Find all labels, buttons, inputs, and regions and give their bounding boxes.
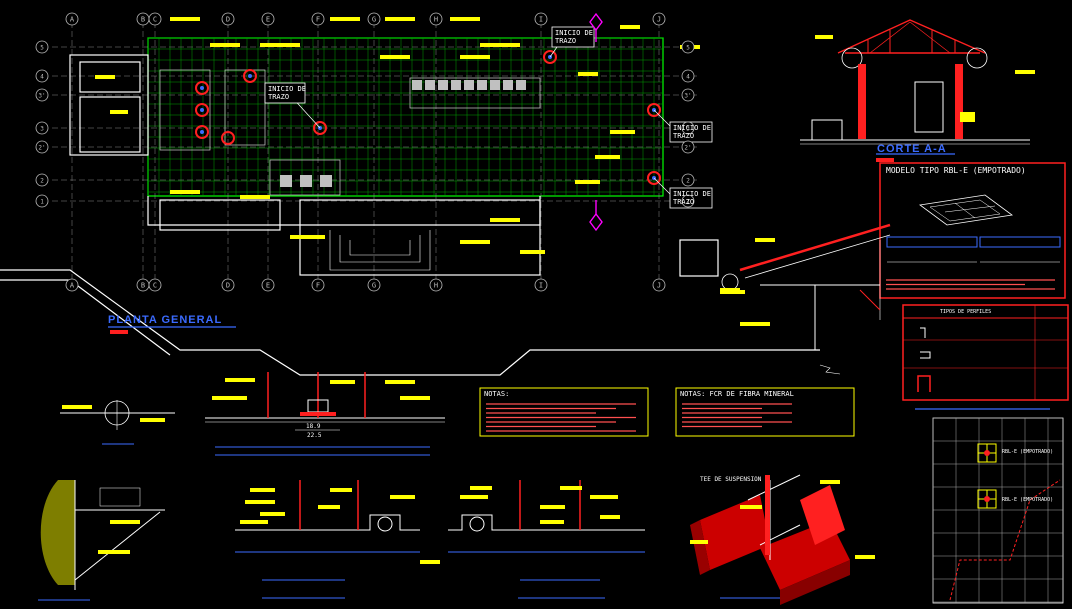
grid-bubble-label: 5 [686,45,690,52]
grid-bubble-label: 2 [40,178,44,185]
rbl-label-2: RBL-E (EMPOTRADO) [1002,497,1054,503]
callout-inicio-trazo-1: INICIO DE TRAZO [268,85,306,101]
grid-bubble-label: E [266,16,270,24]
grid-bubble-label: 2 [686,178,690,185]
notes-2: NOTAS: FCR DE FIBRA MINERAL [676,388,854,400]
plan-callout-circles [195,50,661,185]
grid-bubble-label: F [316,16,320,24]
grid-bubble-label: H [434,282,438,290]
grid-bubble-label: H [434,16,438,24]
detail-rock-wall [38,480,165,601]
grid-bubble-label: 3 [40,126,44,133]
grid-bubble-label: D [226,16,230,24]
planta-general-title: PLANTA GENERAL [108,314,223,326]
section-marker-icon [589,12,603,232]
grid-bubble-label: C [153,16,157,24]
plan-fixture-fill [280,80,526,187]
detail-1c [235,480,420,599]
detail-label-blocks [240,480,875,564]
corte-aa-title: CORTE A-A [877,143,947,155]
plan-fixtures [159,69,541,196]
callout-inicio-trazo-4: INICIO DE TRAZO [673,190,711,206]
grid-bubble-label: 2' [684,145,691,152]
grid-bubble-label: I [539,282,543,290]
section-aa [800,19,1030,145]
grid-bubble-label: G [372,16,376,24]
dimension-value: 18.9 [306,423,321,430]
grid-bubble-label: C [153,282,157,290]
tipo-perfiles-title: TIPOS DE PERFILES [940,309,992,315]
stair-lines [329,230,431,271]
grid-bubble-label: A [70,16,75,24]
notes-2-heading: NOTAS: FCR DE FIBRA MINERAL [680,390,794,398]
grid-bubble-label: 2' [38,145,45,152]
callout-inicio-trazo-3: INICIO DE TRAZO [673,124,711,140]
ceiling-grid-detail-lines [932,417,1063,603]
grid-bubble-label: F [316,282,320,290]
eave-detail [720,223,891,375]
grid-bubble-label: 1 [40,199,44,206]
grid-bubble-label: G [372,282,376,290]
grid-bubble-label: J [657,16,661,24]
tee-suspension-detail [690,474,850,605]
grid-bubble-label: B [141,282,145,290]
planta-scale-bar [110,330,128,334]
notes-1-heading: NOTAS: [484,390,510,398]
grid-bubble-label: I [539,16,543,24]
plan-grid-lines [147,37,663,196]
grid-bubble-label: 1 [686,199,690,206]
rbl-label-1: RBL-E (EMPOTRADO) [1002,449,1054,455]
rbl-fixtures [949,443,1061,601]
callout-inicio-trazo-2: INICIO DE TRAZO [555,29,593,45]
detail-1 [60,400,175,445]
modelo-rbl-title: MODELO TIPO RBL-E (EMPOTRADO) [886,166,1026,175]
grid-bubble-label: E [266,282,270,290]
corte-scale-bar [876,158,894,162]
plan-label-blocks [95,17,1035,294]
rbl-e-panel [879,162,1066,299]
grid-bubble-label: D [226,282,230,290]
notes-1: NOTAS: [480,388,648,400]
grid-bubble-label: 3' [38,93,45,100]
grid-bubble-label: 4 [40,74,44,81]
grid-bubble-label: A [70,282,75,290]
dimension-value-2: 22.5 [307,432,322,439]
tee-suspension-title: TEE DE SUSPENSION [700,476,762,483]
grid-bubble-label: B [141,16,145,24]
perfiles-table [902,304,1069,401]
grid-bubble-label: 3' [684,93,691,100]
detail-soporte [205,372,445,456]
grid-bubble-label: J [657,282,661,290]
grid-bubble-label: 4 [686,74,690,81]
notes-text-lines [486,279,1055,432]
grid-bubble-label: 5 [40,45,44,52]
notes-box-1 [479,387,649,437]
notes-box-2 [675,387,855,437]
grid-bubble-label: 3 [686,126,690,133]
